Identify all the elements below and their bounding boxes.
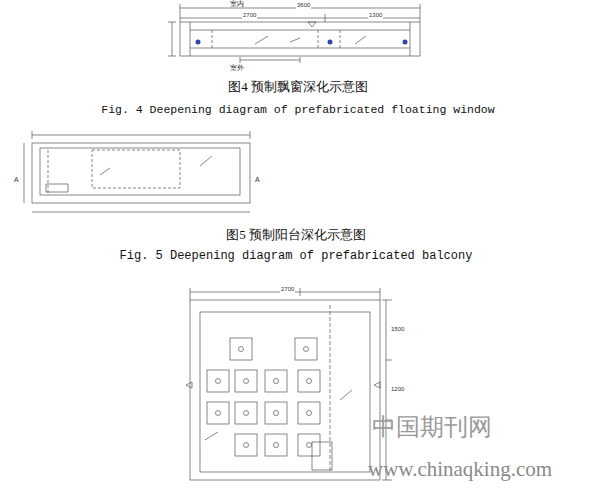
dimension: 1300 bbox=[368, 12, 383, 19]
hole bbox=[239, 347, 244, 352]
section-mark: A bbox=[14, 176, 19, 184]
hole bbox=[304, 347, 309, 352]
hole bbox=[307, 443, 312, 448]
embed-box bbox=[295, 338, 317, 360]
embed-box bbox=[298, 434, 320, 456]
section-mark: A bbox=[255, 176, 260, 184]
hole bbox=[274, 411, 279, 416]
dimension: 2700 bbox=[242, 12, 257, 19]
embed-box bbox=[207, 370, 229, 392]
embed-box bbox=[235, 434, 257, 456]
embed-box bbox=[265, 434, 287, 456]
dimension: 3600 bbox=[296, 2, 311, 9]
room-label: 室内 bbox=[230, 0, 244, 8]
hole bbox=[307, 379, 312, 384]
hole bbox=[244, 443, 249, 448]
dimension: 1200 bbox=[390, 386, 405, 393]
dimension: 2700 bbox=[280, 286, 295, 293]
embed-box bbox=[298, 370, 320, 392]
hole bbox=[244, 411, 249, 416]
watermark: www.chinaqking.com bbox=[368, 458, 552, 481]
embed-box bbox=[207, 402, 229, 424]
watermark: 中国期刊网 bbox=[372, 414, 492, 440]
hole bbox=[244, 379, 249, 384]
hole bbox=[216, 411, 221, 416]
room-label: 室外 bbox=[230, 64, 244, 72]
embed-box bbox=[265, 370, 287, 392]
embed-box bbox=[235, 370, 257, 392]
figure-caption: 图5 预制阳台深化示意图 bbox=[226, 228, 366, 242]
embed-box bbox=[230, 338, 252, 360]
hole bbox=[307, 411, 312, 416]
embed-box bbox=[298, 402, 320, 424]
figure-caption: Fig. 5 Deepening diagram of prefabricate… bbox=[120, 250, 473, 263]
embed-box bbox=[265, 402, 287, 424]
hole bbox=[274, 379, 279, 384]
figure-caption: Fig. 4 Deepening diagram of prefabricate… bbox=[101, 104, 494, 117]
hole bbox=[274, 443, 279, 448]
dimension: 1500 bbox=[390, 326, 405, 333]
hole bbox=[216, 379, 221, 384]
embed-box bbox=[235, 402, 257, 424]
figure-caption: 图4 预制飘窗深化示意图 bbox=[228, 80, 368, 94]
